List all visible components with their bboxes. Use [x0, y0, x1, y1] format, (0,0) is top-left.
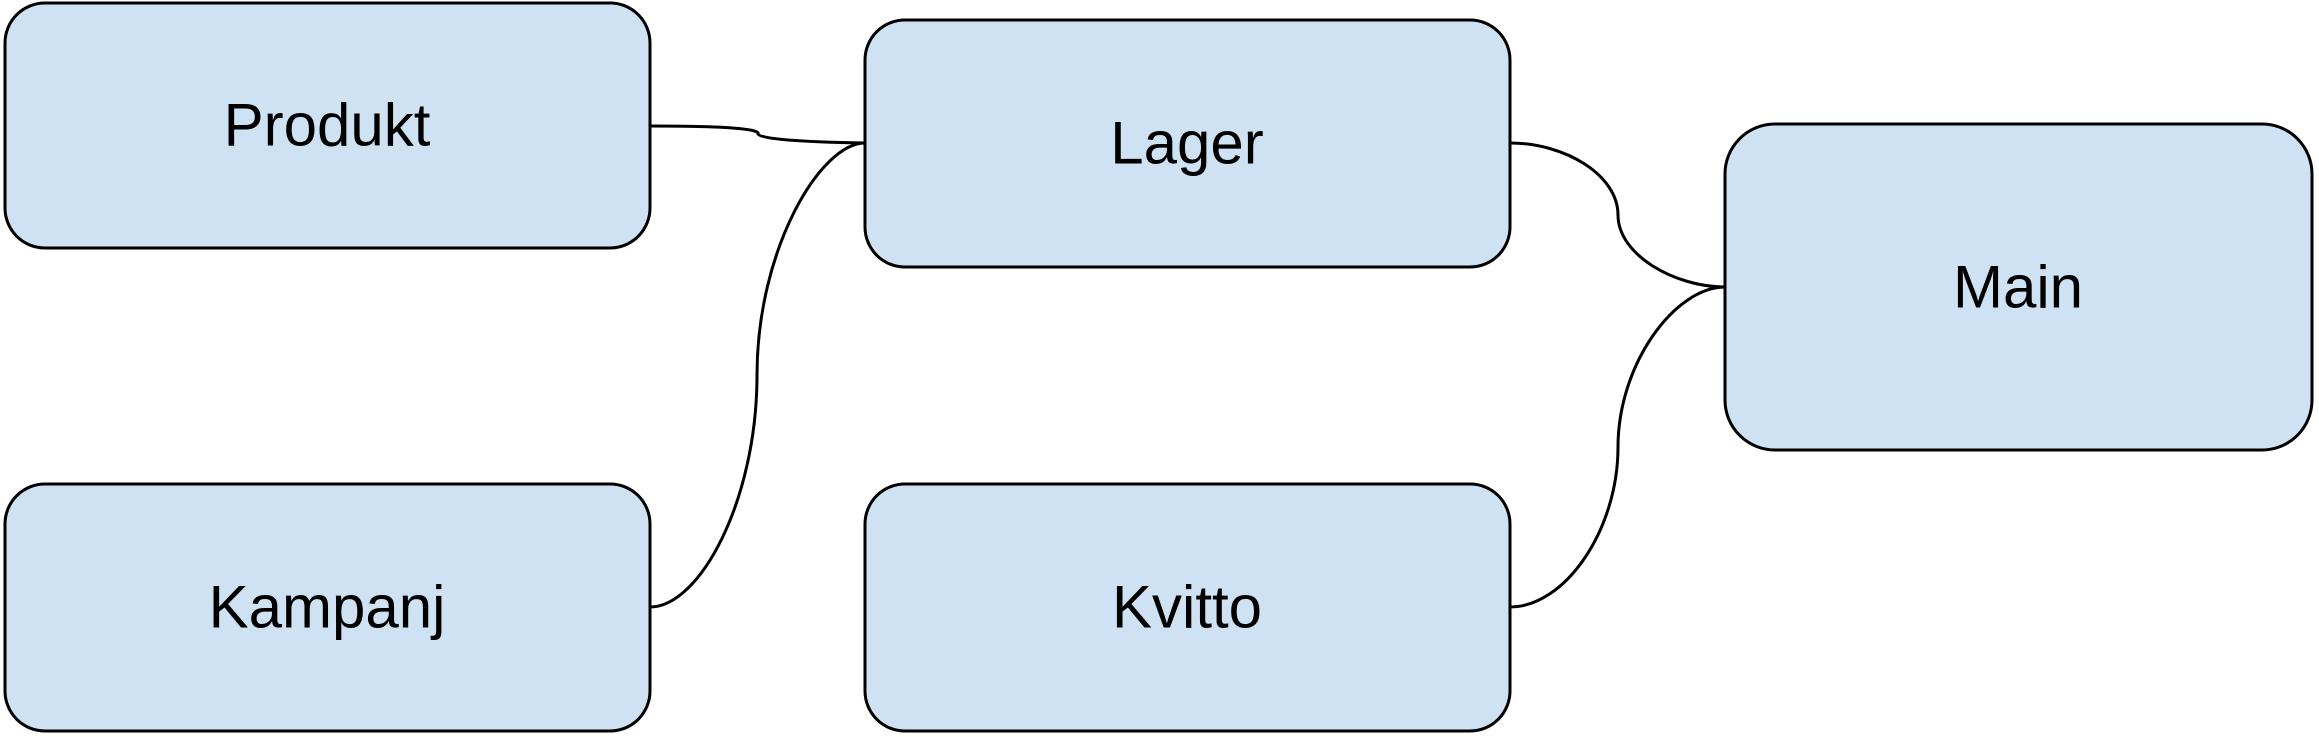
node-lager-label: Lager [1110, 110, 1263, 177]
node-main-box [1723, 122, 2314, 452]
edge-produkt-lager [649, 124, 866, 145]
node-produkt-box [3, 1, 652, 250]
edge-lager-main [1509, 141, 1726, 289]
node-kampanj-box [3, 482, 652, 733]
node-main[interactable]: Main [1723, 122, 2314, 452]
edge-kvitto-main [1509, 285, 1726, 609]
node-produkt[interactable]: Produkt [3, 1, 652, 250]
node-produkt-label: Produkt [224, 92, 431, 159]
node-kvitto-box [863, 482, 1512, 733]
edge-kampanj-lager [649, 141, 866, 609]
node-kampanj[interactable]: Kampanj [3, 482, 652, 733]
node-kvitto[interactable]: Kvitto [863, 482, 1512, 733]
node-kvitto-label: Kvitto [1112, 574, 1262, 641]
node-lager[interactable]: Lager [863, 18, 1512, 269]
node-main-label: Main [1953, 254, 2083, 321]
node-lager-box [863, 18, 1512, 269]
edges [649, 124, 1726, 609]
node-kampanj-label: Kampanj [209, 574, 446, 641]
